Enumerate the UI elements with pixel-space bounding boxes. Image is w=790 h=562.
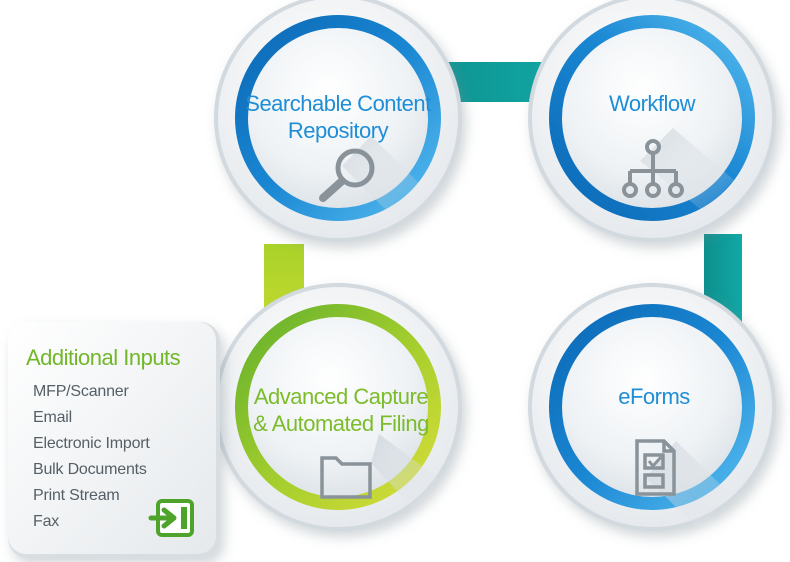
inputs-item-print-stream: Print Stream bbox=[33, 487, 120, 504]
inputs-item-fax: Fax bbox=[33, 513, 59, 530]
inputs-item-electronic-import: Electronic Import bbox=[33, 435, 150, 452]
inputs-item-email: Email bbox=[33, 409, 72, 426]
workflow-long-shadow bbox=[640, 128, 734, 212]
capture-title-line2: & Automated Filing bbox=[253, 411, 429, 436]
capture-title-line1: Advanced Capture bbox=[254, 384, 428, 409]
additional-inputs-panel: Additional Inputs MFP/Scanner Email Elec… bbox=[8, 322, 220, 558]
folder-icon bbox=[320, 456, 372, 499]
magnifying-glass-icon bbox=[319, 148, 375, 202]
inputs-panel-title: Additional Inputs bbox=[26, 345, 181, 370]
eforms-face bbox=[562, 317, 742, 497]
inputs-item-mfp-scanner: MFP/Scanner bbox=[33, 383, 129, 400]
workflow-title: Workflow bbox=[609, 91, 696, 116]
node-workflow[interactable]: Workflow bbox=[528, 0, 776, 242]
repository-long-shadow bbox=[342, 136, 420, 216]
repository-title-line2: Repository bbox=[288, 118, 389, 143]
hierarchy-icon bbox=[622, 139, 684, 198]
inputs-item-bulk-documents: Bulk Documents bbox=[33, 461, 147, 478]
eforms-long-shadow bbox=[646, 441, 730, 530]
inputs-panel-face bbox=[8, 322, 216, 554]
node-eforms[interactable]: eForms bbox=[528, 283, 776, 531]
import-icon bbox=[148, 499, 194, 537]
node-capture[interactable]: Advanced Capture & Automated Filing bbox=[214, 283, 462, 531]
form-checklist-icon bbox=[635, 439, 676, 496]
eforms-title: eForms bbox=[618, 384, 690, 409]
repository-title-line1: Searchable Content bbox=[245, 91, 431, 116]
node-repository[interactable]: Searchable Content Repository bbox=[214, 0, 462, 242]
capture-long-shadow bbox=[371, 434, 438, 516]
